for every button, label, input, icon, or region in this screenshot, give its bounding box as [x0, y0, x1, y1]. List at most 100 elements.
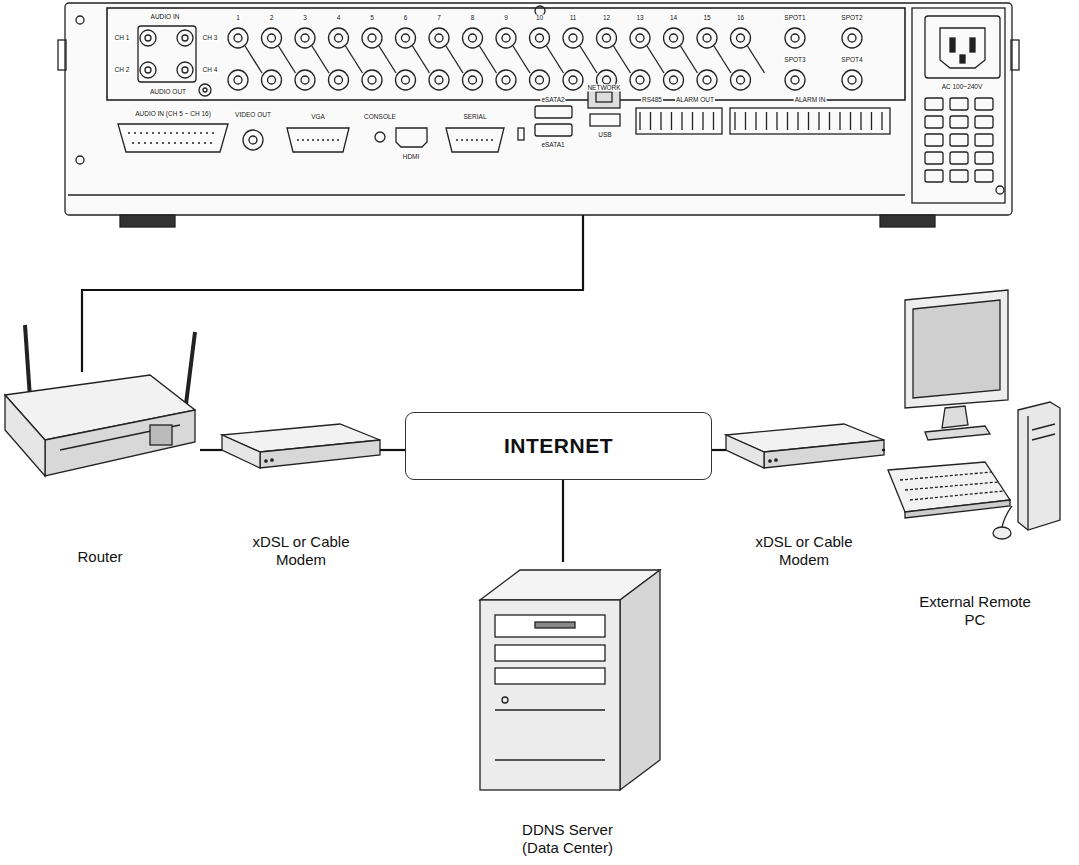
dip-switch-grid [975, 134, 993, 146]
video-bnc-connectors [480, 46, 497, 73]
remote-pc-node: External Remote PC [885, 290, 1065, 630]
spot-bnc-connectors [791, 76, 799, 84]
video-bnc-connectors [469, 76, 477, 84]
router-illustration [5, 325, 195, 476]
router-illustration [45, 410, 195, 476]
terminal-blocks [681, 112, 682, 130]
channel-number: 9 [503, 14, 509, 21]
port-label: AUDIO IN (CH 5 ~ CH 16) [134, 110, 212, 117]
usb-port [590, 114, 620, 126]
usb-port [590, 114, 620, 126]
video-bnc-connectors [664, 28, 684, 48]
device-caption: xDSL or Cable Modem [742, 533, 866, 571]
network-cable [882, 449, 885, 451]
channel-number: 6 [403, 14, 409, 21]
pc-illustration [925, 426, 990, 440]
dip-switch-grid [950, 152, 968, 164]
video-bnc-connectors [396, 70, 416, 90]
port-label: AUDIO OUT [149, 88, 187, 95]
pc-illustration [905, 290, 1008, 408]
dvr-rear-panel [996, 186, 1004, 194]
video-bnc-connectors [335, 76, 343, 84]
dvr-rear-panel [880, 215, 935, 227]
port-label: CH 1 [114, 34, 131, 41]
audio-in-jacks [145, 67, 151, 73]
video-bnc-connectors [379, 46, 396, 73]
terminal-blocks [755, 112, 756, 130]
audio-in-jacks [199, 84, 211, 96]
pc-illustration [910, 491, 1003, 500]
port-label: CONSOLE [363, 113, 397, 120]
terminal-blocks [730, 108, 890, 134]
dvr-rear-panel [76, 156, 84, 164]
server-illustration [495, 668, 605, 684]
audio-in-jacks [177, 62, 193, 78]
spot-bnc-connectors [842, 28, 862, 48]
modem-illustration [726, 435, 764, 468]
video-bnc-connectors [496, 70, 516, 90]
hdmi-port [396, 128, 427, 147]
dip-switch-grid [975, 170, 993, 182]
dvr-rear-panel [912, 8, 1005, 203]
power-inlet [925, 16, 1000, 78]
network-cable [200, 449, 222, 451]
terminal-blocks [636, 108, 722, 134]
device-caption: External Remote PC [911, 593, 1039, 631]
channel-number: 3 [302, 14, 308, 21]
terminal-blocks [776, 112, 777, 130]
power-inlet [970, 38, 975, 52]
channel-number: 4 [336, 14, 342, 21]
video-bnc-connectors [446, 46, 463, 73]
video-bnc-connectors [312, 46, 329, 73]
modem-illustration [726, 424, 884, 468]
video-bnc-connectors [301, 76, 309, 84]
video-bnc-connectors [228, 28, 765, 90]
modem-illustration [271, 459, 273, 461]
pc-illustration [1027, 416, 1028, 530]
dip-switch-grid [975, 152, 993, 164]
video-bnc-connectors [301, 34, 309, 42]
dip-switch-grid [950, 170, 968, 182]
port-label: AC 100~240V [941, 83, 984, 90]
channel-number: 11 [569, 14, 578, 21]
device-caption: xDSL or Cable Modem [239, 533, 363, 571]
channel-number: 7 [436, 14, 442, 21]
server-illustration [495, 709, 605, 710]
video-bnc-connectors [670, 34, 678, 42]
pc-illustration [905, 482, 998, 490]
router-illustration [185, 332, 195, 412]
video-bnc-connectors [563, 70, 583, 90]
console-port [375, 132, 385, 142]
video-bnc-connectors [329, 28, 349, 48]
dvr-rear-panel [120, 215, 175, 227]
power-inlet [925, 16, 1000, 78]
video-bnc-connectors [362, 28, 382, 48]
dip-switch-grid [925, 170, 943, 182]
network-cable [380, 449, 405, 451]
port-label: SERIAL [462, 113, 487, 120]
video-bnc-connectors [630, 28, 650, 48]
terminal-blocks [671, 112, 672, 130]
video-bnc-connectors [463, 70, 483, 90]
terminal-blocks [850, 112, 851, 130]
terminal-blocks [839, 112, 840, 130]
video-bnc-connectors [603, 76, 611, 84]
terminal-blocks [766, 112, 767, 130]
video-out-bnc [243, 130, 263, 150]
video-bnc-connectors [737, 76, 745, 84]
video-bnc-connectors [580, 46, 597, 73]
video-bnc-connectors [335, 34, 343, 42]
video-bnc-connectors [295, 70, 315, 90]
port-label: VIDEO OUT [234, 111, 272, 118]
audio-in-jacks [182, 67, 188, 73]
video-bnc-connectors [329, 70, 349, 90]
video-bnc-connectors [429, 28, 449, 48]
terminal-blocks [829, 112, 830, 130]
dip-switch-grid [950, 98, 968, 110]
server-illustration [502, 697, 508, 703]
video-bnc-connectors [536, 34, 544, 42]
video-out-bnc [243, 130, 263, 150]
channel-number: 15 [702, 14, 711, 21]
audio-in-jacks [140, 30, 156, 46]
port-label: SPOT1 [783, 14, 806, 21]
